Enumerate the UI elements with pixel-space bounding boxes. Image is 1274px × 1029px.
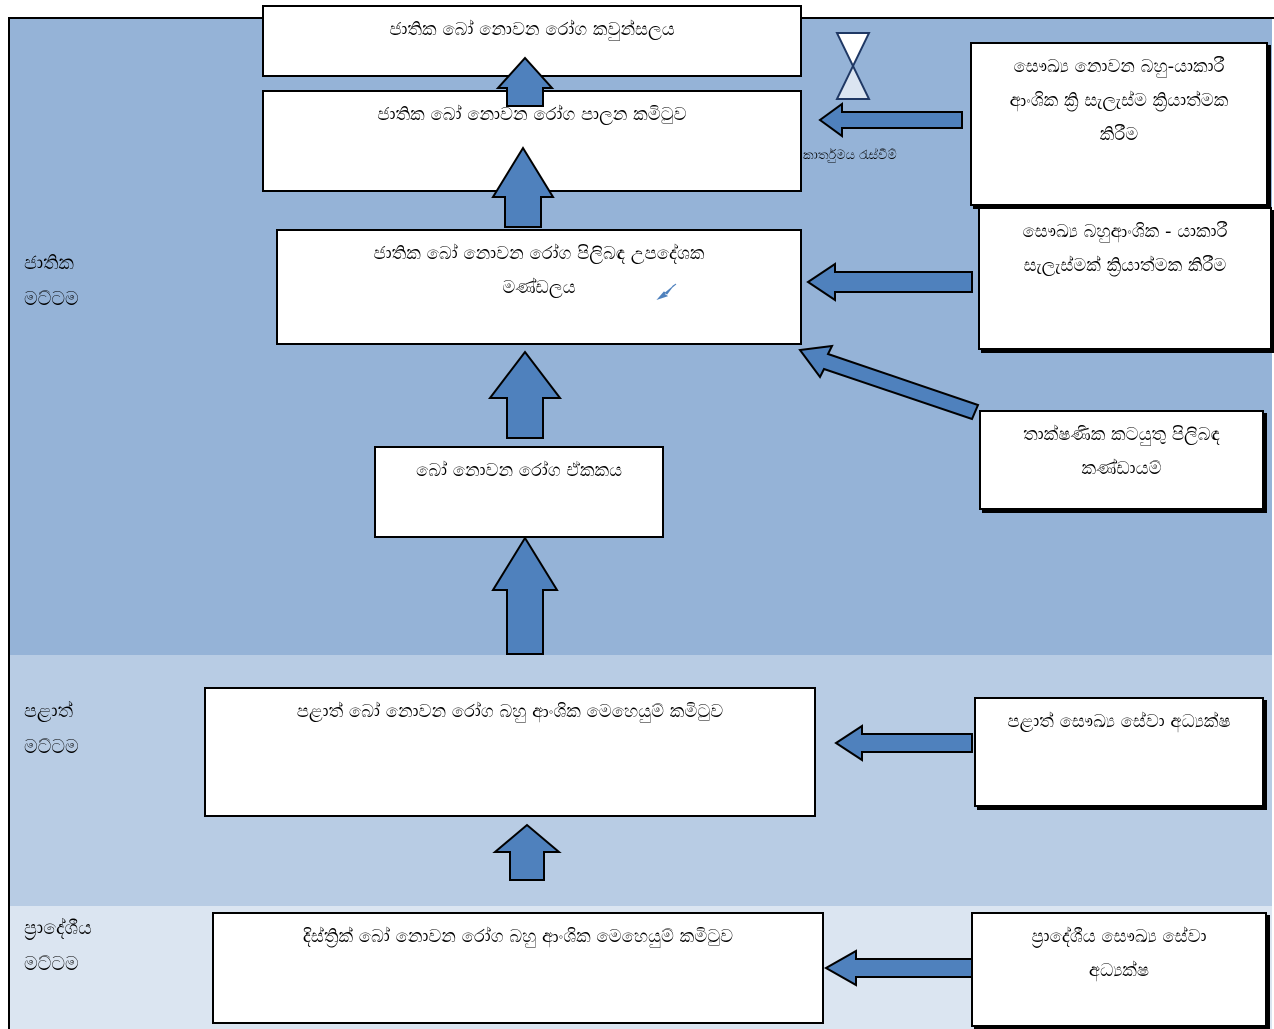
- left-arrow-health-to-board: [806, 262, 973, 302]
- ncd-unit-box: බෝ නොවන රෝග ඒකකය: [374, 446, 664, 538]
- regional-level-label: ප්‍රාදේශීය මට්ටම: [24, 917, 92, 975]
- left-arrow-regional-director: [823, 949, 973, 987]
- left-arrow-technical-to-board: [798, 344, 980, 421]
- hourglass-icon: [835, 32, 871, 100]
- district-steering-committee-box: දිස්ත්‍රික් බෝ නොවන රෝග බහු ආංශික මෙහෙයු…: [212, 912, 824, 1024]
- regional-health-director-box: ප්‍රාදේශීය සෞඛ්‍ය සේවා අධ්‍යක්ෂ: [971, 912, 1267, 1027]
- technical-working-groups-box: තාක්ෂණික කටයුතු පිලිබඳ කණ්ඩායම්: [979, 410, 1264, 510]
- provincial-steering-committee-box: පළාත් බෝ නොවන රෝග බහු ආංශික මෙහෙයුම් කමි…: [204, 687, 816, 817]
- up-arrow-committee-to-council: [495, 56, 555, 107]
- provincial-health-director-box: පළාත් සෞඛ්‍ය සේවා අධ්‍යක්ෂ: [974, 697, 1264, 807]
- quarterly-meetings-note: කාර්තුමය රැස්වීම්: [803, 148, 897, 163]
- left-arrow-provincial-director: [834, 724, 973, 762]
- non-health-multisector-plan-box: සෞඛ්‍ය නොවන බහු-යාකාරී ආංශික ක්‍රි සැලැස…: [970, 42, 1268, 206]
- small-pointer-arrow-icon: [656, 283, 677, 301]
- up-arrow-district-to-provincial: [492, 823, 562, 881]
- up-arrow-board-to-committee: [491, 146, 555, 228]
- health-multisector-plan-box: සෞඛ්‍ය බහුආංශික - යාකාරී සැලැස්මක් ක්‍රි…: [978, 207, 1272, 350]
- ncd-advisory-board-box: ජාතික බෝ නොවන රෝග පිලිබඳ උපදේශක මණ්ඩලය: [276, 229, 802, 345]
- provincial-level-label: පළාත් මට්ටම: [24, 700, 79, 758]
- left-arrow-nonhealth-to-committee: [818, 102, 963, 138]
- up-arrow-unit-to-board: [487, 350, 563, 439]
- up-arrow-provincial-to-unit: [491, 536, 559, 655]
- national-level-label: ජාතික මට්ටම: [24, 252, 79, 310]
